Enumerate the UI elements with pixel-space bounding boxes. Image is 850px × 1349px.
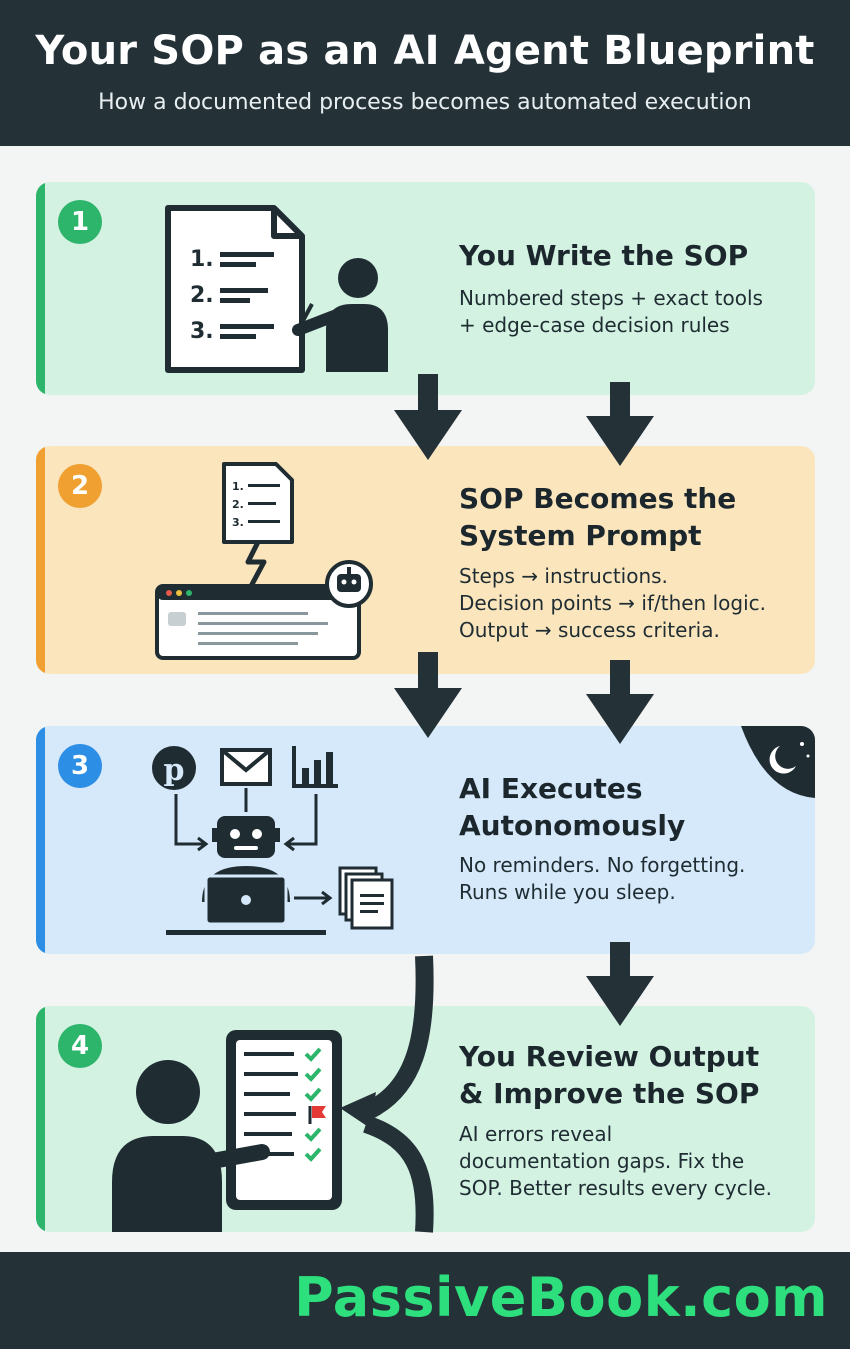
review-output-illustration [112,1030,342,1232]
step-card-1: 1 1. 2. 3. You Write the SOP Numbered st… [36,182,815,395]
svg-text:2.: 2. [232,498,244,511]
list-number-3: 3. [190,319,214,344]
person-reviewing-icon [112,1060,270,1232]
brand-link[interactable]: PassiveBook.com [294,1266,828,1329]
document-icon: 1. 2. 3. [222,462,294,544]
mail-icon [220,748,272,786]
page-title: Your SOP as an AI Agent Blueprint [35,28,815,74]
writing-sop-illustration: 1. 2. 3. [165,205,388,373]
step-description: Steps → instructions. Decision points → … [459,564,766,642]
step-number-badge: 1 [58,200,102,244]
system-prompt-illustration: 1. 2. 3. [155,462,373,660]
connector-arrow [288,794,318,846]
browser-window-icon [155,584,361,660]
lightning-icon [245,540,267,590]
documents-stack-icon [338,866,394,930]
red-flag-icon [312,1106,326,1118]
laptop-icon [166,866,326,935]
header-banner: Your SOP as an AI Agent Blueprint How a … [0,0,850,146]
svg-text:3.: 3. [232,516,244,529]
footer-banner: PassiveBook.com [0,1252,850,1349]
tablet-checklist-icon [226,1030,342,1210]
step-description: AI errors reveal documentation gaps. Fix… [459,1122,772,1200]
step-card-4: 4 You Review Output & Improve the SOP [36,1006,815,1232]
robot-icon [325,560,373,608]
step-number-badge: 2 [58,464,102,508]
svg-text:1.: 1. [232,480,244,493]
moon-night-icon [741,726,815,798]
document-icon: 1. 2. 3. [165,205,305,373]
step-accent-bar [36,726,45,954]
step-description: No reminders. No forgetting. Runs while … [459,853,746,904]
step-accent-bar [36,446,45,674]
step-number-badge: 3 [58,744,102,788]
page-subtitle: How a documented process becomes automat… [98,90,752,115]
ai-executes-illustration: p [152,726,815,935]
step-description: Numbered steps + exact tools + edge-case… [459,286,763,337]
step-accent-bar [36,182,45,395]
list-number-1: 1. [190,247,214,272]
robot-icon [212,816,280,858]
step-card-2: 2 1. 2. 3. [36,446,815,674]
pinterest-icon: p [152,746,196,790]
person-writing-icon [292,258,388,372]
step-heading: SOP Becomes the System Prompt [459,482,737,552]
step-heading: You Review Output & Improve the SOP [459,1040,760,1110]
step-number-badge: 4 [58,1024,102,1068]
bar-chart-icon [292,746,338,788]
step-card-3: 3 p [36,726,815,954]
step-heading: You Write the SOP [459,239,749,272]
step-accent-bar [36,1006,45,1232]
svg-text:p: p [164,753,185,788]
step-heading: AI Executes Autonomously [459,772,686,842]
connector-arrow [174,794,204,846]
list-number-2: 2. [190,283,214,308]
